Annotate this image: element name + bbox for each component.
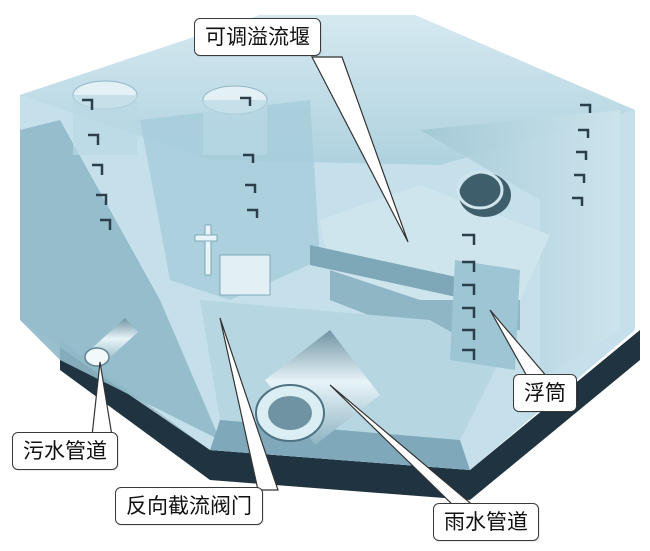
label-float-tube: 浮筒 <box>513 374 577 412</box>
float-housing <box>450 260 520 370</box>
back-opening-rim <box>456 170 504 210</box>
valve-body <box>219 254 271 296</box>
valve-stem <box>204 224 212 276</box>
back-opening <box>459 173 511 217</box>
label-rain-pipe: 雨水管道 <box>433 503 539 541</box>
ladder-left <box>82 98 112 230</box>
leader-valve <box>219 317 279 491</box>
rain-pipe <box>255 330 380 445</box>
weir-groove <box>310 245 470 300</box>
back-wall <box>420 110 620 380</box>
leader-weir <box>311 56 409 243</box>
sewage-pipe <box>84 318 138 367</box>
left-wall <box>20 120 220 440</box>
valve-stem-2 <box>194 234 218 242</box>
ladder-float <box>462 233 476 360</box>
label-sewage-pipe: 污水管道 <box>12 432 118 470</box>
center-partition <box>140 100 320 300</box>
ladder-mid <box>240 96 259 218</box>
label-reverse-intercept-valve: 反向截流阀门 <box>115 487 263 525</box>
ladder-right <box>572 103 592 206</box>
shaft-left-body <box>73 95 137 155</box>
leader-lines <box>91 56 550 508</box>
label-adjustable-weir: 可调溢流堰 <box>194 18 321 56</box>
base-slab <box>60 330 640 500</box>
shaft-mid-body <box>203 100 267 155</box>
